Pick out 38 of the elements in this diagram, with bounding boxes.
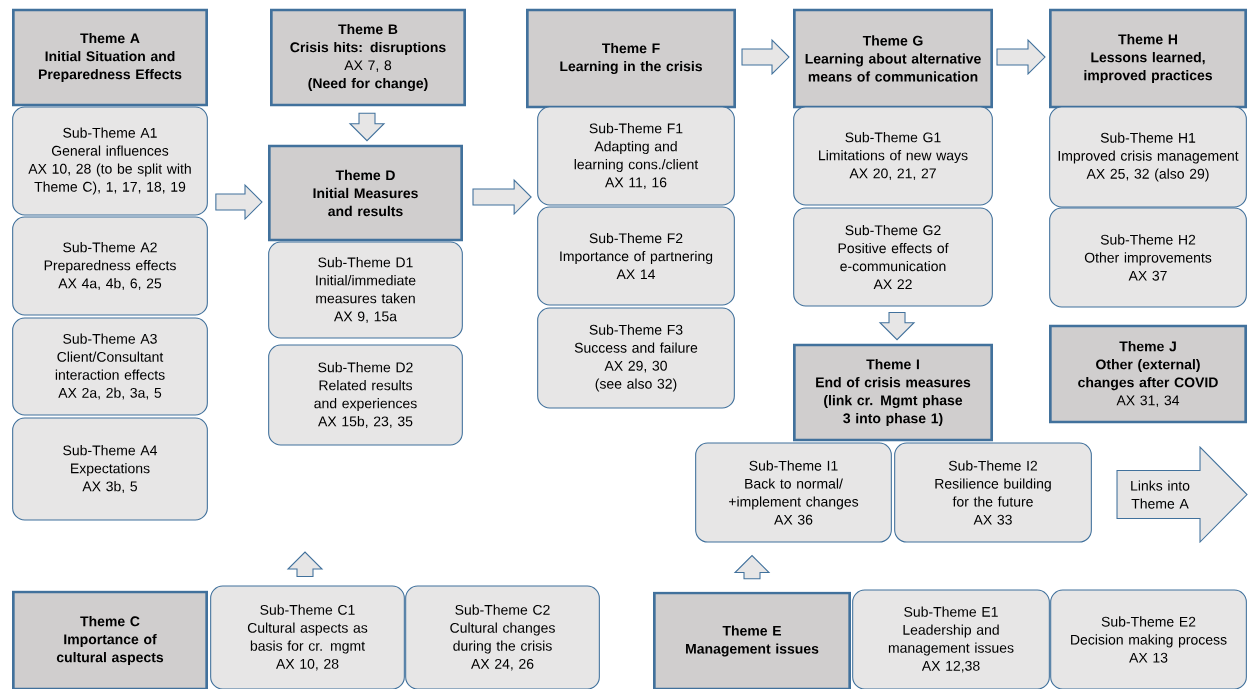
note-box: Links into Theme A [1116,445,1248,544]
sub-theme-box: Sub-Theme E1 Leadership and management issues AX 12,38 [852,589,1050,689]
block-arrow [741,38,790,76]
sub-theme-box: Sub-Theme D1 Initial/immediate measures taken AX 9, 15a [268,241,463,339]
sub-theme-box: Sub-Theme I2 Resilience building for the future AX 33 [894,442,1092,543]
sub-theme-box: Sub-Theme A4 Expectations AX 3b, 5 [12,417,208,521]
block-arrow [878,312,916,341]
sub-theme-box: Sub-Theme D2 Related results and experiences AX 15b, 23, 35 [268,344,463,446]
theme-box: Theme I End of crisis measures (link cr. Mgmt phase 3 into phase 1) [793,343,993,442]
theme-box: Theme F Learning in the crisis [526,8,736,109]
theme-box: Theme D Initial Measures and results [268,144,463,242]
sub-theme-box: Sub-Theme E2 Decision making process AX 13 [1050,589,1247,689]
block-arrow [215,183,263,221]
sub-theme-box: Sub-Theme H2 Other improvements AX 37 [1049,207,1247,308]
theme-box: Theme H Lessons learned, improved practices [1049,8,1247,109]
theme-box: Theme A Initial Situation and Preparedness Effects [12,8,208,107]
block-arrow [733,554,771,580]
sub-theme-box: Sub-Theme F2 Importance of partnering AX 14 [537,206,735,306]
sub-theme-box: Sub-Theme F3 Success and failure AX 29, 30 (see also 32) [537,307,735,409]
theme-box: Theme B Crisis hits: disruptions AX 7, 8 (Need for change) [270,8,466,107]
theme-box: Theme E Management issues [653,591,851,689]
sub-theme-box: Sub-Theme G1 Limitations of new ways AX 20, 21, 27 [793,106,993,206]
sub-theme-box: Sub-Theme H1 Improved crisis management AX 25, 32 (also 29) [1049,106,1247,208]
sub-theme-box: Sub-Theme C2 Cultural changes during the crisis AX 24, 26 [405,585,600,689]
sub-theme-box: Sub-Theme F1 Adapting and learning cons./client AX 11, 16 [537,106,735,206]
theme-box: Theme J Other (external) changes after COVID AX 31, 34 [1049,324,1247,424]
sub-theme-box: Sub-Theme I1 Back to normal/ +implement changes AX 36 [695,442,892,543]
block-arrow [348,112,386,142]
block-arrow [996,38,1046,76]
block-arrow [286,551,324,577]
sub-theme-box: Sub-Theme A2 Preparedness effects AX 4a, 4b, 6, 25 [12,216,208,316]
sub-theme-box: Sub-Theme A1 General influences AX 10, 28 (to be split with Theme C), 1, 17, 18, 19 [12,106,208,216]
sub-theme-box: Sub-Theme G2 Positive effects of e-communication AX 22 [793,207,993,307]
sub-theme-box: Sub-Theme C1 Cultural aspects as basis for cr. mgmt AX 10, 28 [210,585,405,689]
theme-box: Theme G Learning about alternative means of communication [793,8,993,109]
theme-box: Theme C Importance of cultural aspects [12,590,208,689]
block-arrow [472,178,532,216]
sub-theme-box: Sub-Theme A3 Client/Consultant interaction effects AX 2a, 2b, 3a, 5 [12,317,208,416]
